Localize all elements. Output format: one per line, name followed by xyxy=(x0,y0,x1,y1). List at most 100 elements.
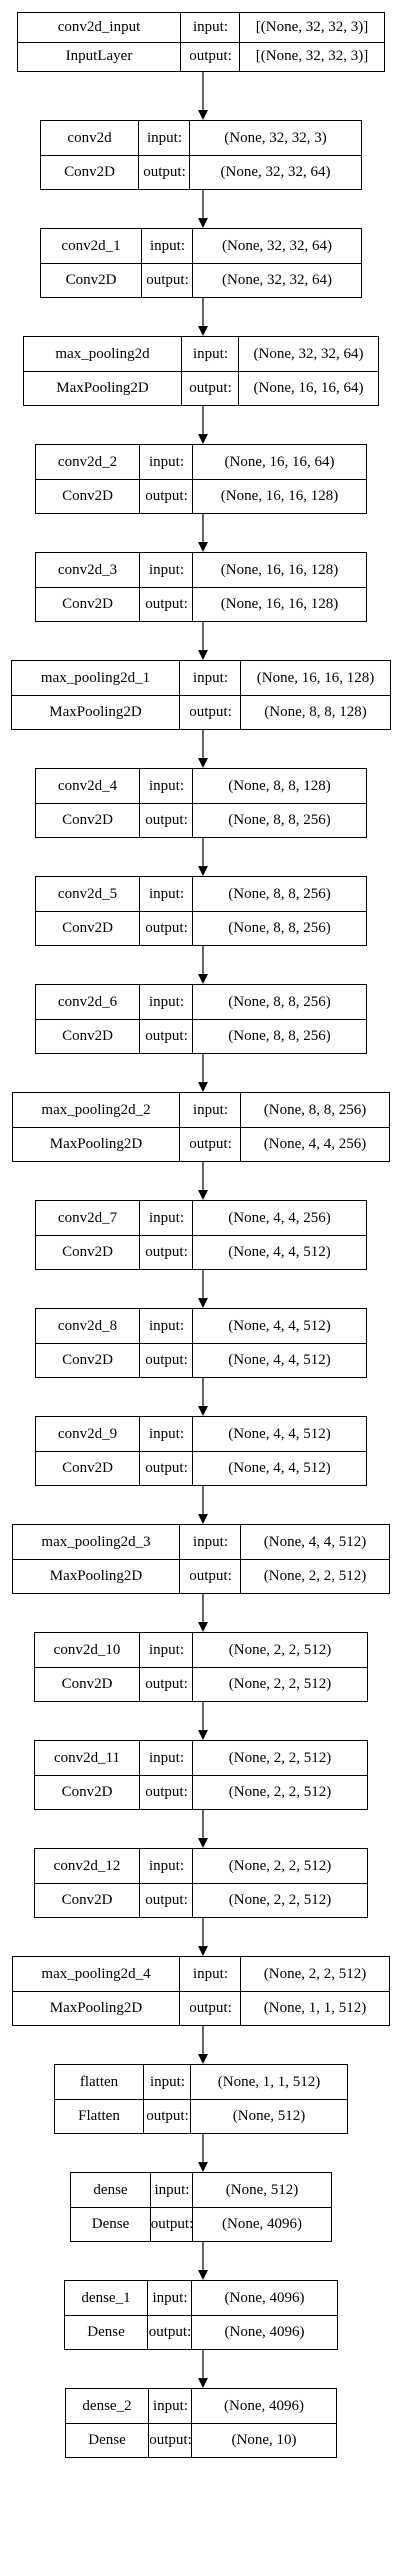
input-label: input: xyxy=(181,337,239,371)
output-shape: (None, 8, 8, 256) xyxy=(192,1019,366,1053)
input-shape: (None, 2, 2, 512) xyxy=(192,1633,367,1667)
output-label: output: xyxy=(139,1775,193,1809)
output-shape: (None, 16, 16, 128) xyxy=(192,587,366,621)
layer-name: conv2d_3 xyxy=(57,561,118,578)
output-label: output: xyxy=(179,1559,241,1593)
layer-type: MaxPooling2D xyxy=(56,379,149,396)
arrow-head-icon xyxy=(198,1190,208,1200)
arrow-head-icon xyxy=(198,2054,208,2064)
input-label: input: xyxy=(139,1849,193,1883)
layer-type: Conv2D xyxy=(61,1783,113,1800)
output-shape: (None, 8, 8, 128) xyxy=(240,695,390,729)
input-label: input: xyxy=(141,229,193,263)
input-shape: (None, 4, 4, 512) xyxy=(240,1525,389,1559)
layer-name: max_pooling2d_3 xyxy=(41,1533,151,1550)
output-label: output: xyxy=(139,1343,193,1377)
input-shape: (None, 2, 2, 512) xyxy=(192,1741,367,1775)
output-label: output: xyxy=(139,587,193,621)
layer-type: Dense xyxy=(87,2323,125,2340)
input-shape: (None, 16, 16, 128) xyxy=(240,661,390,695)
layer-type: Conv2D xyxy=(62,1459,113,1476)
input-label: input: xyxy=(138,121,190,155)
layer-type: Conv2D xyxy=(62,919,113,936)
output-label: output: xyxy=(143,2099,191,2133)
layer-name: flatten xyxy=(79,2073,119,2090)
layer-type: Conv2D xyxy=(61,1675,113,1692)
input-shape: (None, 1, 1, 512) xyxy=(190,2065,347,2099)
layer-name: conv2d_2 xyxy=(57,453,118,470)
layer-type: Conv2D xyxy=(62,1351,113,1368)
layer-type: MaxPooling2D xyxy=(49,1567,143,1584)
layer-output-row: Conv2D output:(None, 2, 2, 512) xyxy=(35,1667,367,1701)
arrow-head-icon xyxy=(198,2378,208,2388)
layer-type: Dense xyxy=(91,2215,130,2232)
layer-type: Conv2D xyxy=(65,271,117,288)
output-label: output: xyxy=(148,2423,192,2457)
arrow-head-icon xyxy=(198,110,208,120)
layer-name: conv2d_8 xyxy=(57,1317,118,1334)
input-shape: (None, 8, 8, 256) xyxy=(240,1093,389,1127)
output-label: output: xyxy=(139,1667,193,1701)
input-label: input: xyxy=(139,1741,193,1775)
layer-name: conv2d_5 xyxy=(57,885,118,902)
output-label: output: xyxy=(139,1019,193,1053)
layer-name: conv2d_4 xyxy=(57,777,118,794)
layer-name: conv2d_6 xyxy=(57,993,118,1010)
layer-type: MaxPooling2D xyxy=(49,703,142,720)
arrow-head-icon xyxy=(198,758,208,768)
output-shape: (None, 4096) xyxy=(192,2207,331,2241)
output-label: output: xyxy=(139,911,193,945)
arrow-head-icon xyxy=(198,2162,208,2172)
output-label: output: xyxy=(179,1127,241,1161)
arrow-head-icon xyxy=(198,1622,208,1632)
input-label: input: xyxy=(180,13,240,42)
layer-node-conv2d-11: conv2d_11 input:(None, 2, 2, 512) Conv2D ou… xyxy=(34,1740,368,1810)
output-shape: (None, 4, 4, 512) xyxy=(192,1235,366,1269)
output-shape: (None, 16, 16, 64) xyxy=(238,371,378,405)
arrow-head-icon xyxy=(198,974,208,984)
output-shape: (None, 4, 4, 512) xyxy=(192,1451,366,1485)
input-shape: (None, 8, 8, 256) xyxy=(192,877,366,911)
arrow-head-icon xyxy=(198,542,208,552)
input-shape: [(None, 32, 32, 3)] xyxy=(239,13,384,42)
output-shape: [(None, 32, 32, 3)] xyxy=(239,42,384,71)
output-shape: (None, 2, 2, 512) xyxy=(240,1559,389,1593)
layer-name: conv2d_11 xyxy=(53,1749,121,1766)
layer-output-row: MaxPooling2D output:(None, 2, 2, 512) xyxy=(13,1559,389,1593)
output-label: output: xyxy=(179,695,241,729)
arrow-head-icon xyxy=(198,650,208,660)
layer-name: conv2d xyxy=(67,129,112,146)
input-shape: (None, 2, 2, 512) xyxy=(240,1957,389,1991)
input-label: input: xyxy=(148,2389,192,2423)
output-shape: (None, 2, 2, 512) xyxy=(192,1667,367,1701)
